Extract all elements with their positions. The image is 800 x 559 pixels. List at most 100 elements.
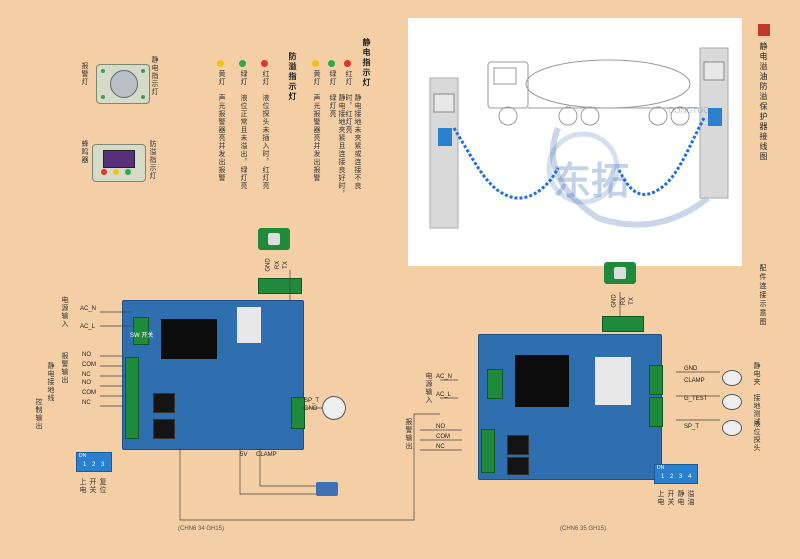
left-label-nc2: NC [82, 400, 91, 406]
main-title: 静电溢油防溢保护器接线图 [759, 42, 768, 162]
right-label-ac-n: AC_N [436, 374, 453, 380]
left-main-chip [161, 319, 217, 359]
left-label-tx: TX [282, 261, 289, 269]
right-label-rx: RX [621, 296, 628, 306]
legend-static-yellow-label: 黄灯 [313, 70, 321, 86]
right-device-clamp [722, 370, 742, 386]
left-label-sp-t: SP_T [304, 398, 320, 404]
legend-static-heading: 静电指示灯 [362, 38, 372, 88]
right-dip-2: 2 [670, 474, 674, 480]
left-label-no1: NO [82, 352, 91, 358]
right-label-nc: NC [436, 444, 445, 450]
left-page-number: (CHN6 34 GH15) [178, 526, 225, 532]
right-device-label-0: 静电夹 [753, 362, 761, 386]
right-relay-1 [507, 435, 529, 455]
legend-overfill-red-label: 红灯 [262, 70, 270, 86]
right-io-terminal-2 [649, 397, 663, 427]
right-label-tx: TX [628, 297, 635, 305]
watermark-text: 东拓 [553, 159, 630, 203]
legend-static-red-desc: 静电接地未夹紧或连接不良时，红灯亮 [345, 94, 362, 190]
left-dip-2: 2 [92, 462, 96, 468]
right-relay-terminal [481, 429, 495, 473]
left-relay-1 [153, 393, 175, 413]
right-ac-terminal [487, 369, 503, 399]
right-top-terminal [602, 316, 644, 332]
right-heatsink [595, 357, 631, 405]
left-label-ac-l: AC_L [80, 324, 96, 330]
left-dip-switch[interactable]: DN 1 2 3 [76, 452, 112, 472]
right-dip-legend-0: 上电 [657, 490, 665, 506]
legend-static-green-desc: 静电接地夹紧且连接良好时，绿灯亮 [329, 94, 346, 198]
label-overfill-indicator: 防溢指示灯 [149, 140, 157, 180]
left-side-text-3: 控制输出 [35, 398, 43, 430]
watermark-subtext: DONGTUO [668, 106, 710, 115]
left-heatsink [237, 307, 261, 343]
left-label-ac-n: AC_N [80, 306, 97, 312]
right-label-gnd-top: GND [611, 294, 618, 308]
left-side-text-2: 报警输出 [61, 352, 69, 384]
legend-static-green-label: 绿灯 [329, 70, 337, 86]
left-label-nc1: NC [82, 372, 91, 378]
legend-overfill-green-desc: 液位正常且未溢出，绿灯亮 [240, 94, 248, 190]
left-relay-terminal [125, 357, 139, 439]
right-label-g-test: G_TEST [684, 396, 708, 402]
left-ac-terminal [133, 317, 149, 345]
overfill-indicator-device [92, 144, 146, 182]
left-clamp-device [322, 396, 346, 420]
green-dot [239, 60, 246, 67]
left-dip-label: DN [79, 453, 87, 459]
right-side-text-1: 报警输出 [405, 418, 413, 450]
legend-overfill-yellow-label: 黄灯 [218, 70, 226, 86]
right-top-connector [604, 262, 636, 284]
right-dip-legend-2: 静电 [677, 490, 685, 506]
legend-overfill-red-desc: 液位探头未插入时，红灯亮 [262, 94, 270, 190]
left-dip-1: 1 [83, 462, 87, 468]
legend-static: 红灯 静电接地未夹紧或连接不良时，红灯亮 绿灯 静电接地夹紧且连接良好时，绿灯亮… [300, 60, 362, 200]
legend-static-yellow-desc: 声光报警器亮并发出报警 [313, 94, 321, 182]
right-device-test [722, 394, 742, 410]
left-side-text-0: 电源输入 [61, 296, 69, 328]
left-label-gnd-top: GND [265, 258, 272, 272]
right-device-probe [722, 420, 742, 436]
right-dip-legend-3: 溢油 [687, 490, 695, 506]
legend-overfill-heading: 防溢指示灯 [288, 52, 298, 102]
red-dot [261, 60, 268, 67]
label-buzzer: 蜂鸣器 [81, 140, 89, 164]
left-label-no2: NO [82, 380, 91, 386]
right-label-gnd: GND [684, 366, 698, 372]
right-dip-4: 4 [688, 474, 692, 480]
label-alarm-light-1: 报警灯 [81, 62, 89, 86]
left-sp-terminal [291, 397, 305, 429]
left-label-com1: COM [82, 362, 96, 368]
right-io-terminal-1 [649, 365, 663, 395]
right-relay-2 [507, 457, 529, 475]
legend-overfill-green-label: 绿灯 [240, 70, 248, 86]
installation-photo-panel: 东拓 DONGTUO [408, 18, 742, 266]
right-dip-legend-1: 开关 [667, 490, 675, 506]
truck-illustration [429, 47, 729, 229]
yellow-dot [217, 60, 224, 67]
right-side-text-0: 电源输入 [425, 372, 433, 404]
left-pcb-board [122, 300, 305, 450]
right-page-number: (CHN6 35 GH15) [560, 526, 607, 532]
right-device-label-2: 液位探头 [753, 420, 761, 452]
right-main-chip [515, 355, 569, 407]
right-pcb-board [478, 334, 663, 480]
right-dip-switch[interactable]: DN 1 2 3 4 [654, 464, 698, 484]
legend-overfill: 红灯 液位探头未插入时，红灯亮 绿灯 液位正常且未溢出，绿灯亮 黄灯 声光报警器… [205, 60, 277, 200]
left-dip-legend-0: 上电 [79, 478, 87, 494]
right-dip-3: 3 [679, 474, 683, 480]
right-dip-1: 1 [661, 474, 665, 480]
left-relay-2 [153, 419, 175, 439]
right-device-label-1: 接地测试 [753, 394, 761, 426]
left-label-5v: 5V [240, 452, 248, 458]
left-dip-3: 3 [101, 462, 105, 468]
right-dip-label: DN [657, 465, 665, 471]
label-static-indicator: 静电指示灯 [151, 56, 159, 96]
left-side-text-1: 静电接地线 [47, 362, 55, 402]
right-label-com: COM [436, 434, 450, 440]
right-label-sp-t: SP_T [684, 424, 700, 430]
side-title: 配件连接示意图 [759, 264, 767, 327]
right-label-clamp: CLAMP [684, 378, 705, 384]
